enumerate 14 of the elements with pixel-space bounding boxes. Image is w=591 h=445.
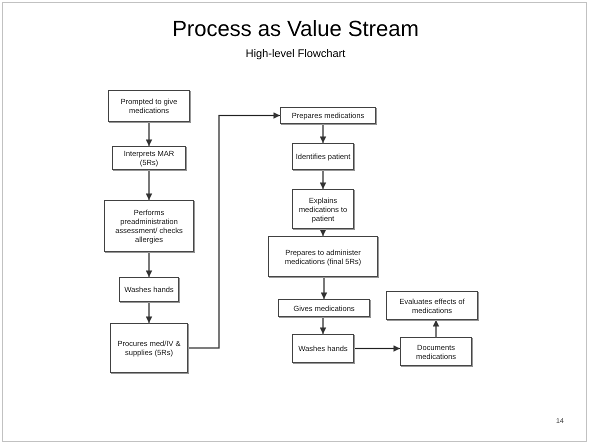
arrow [320, 317, 326, 334]
arrow [432, 320, 440, 337]
arrow [146, 302, 152, 323]
arrow [188, 112, 280, 349]
arrow [320, 277, 328, 299]
arrow [320, 124, 326, 143]
arrow [146, 170, 152, 200]
title: Process as Value Stream [171, 18, 420, 40]
arrow [146, 122, 152, 146]
subtitle: High-level Flowchart [244, 47, 346, 62]
arrow [146, 252, 152, 277]
arrow [320, 170, 326, 189]
arrow [320, 229, 326, 236]
arrow [354, 345, 400, 352]
